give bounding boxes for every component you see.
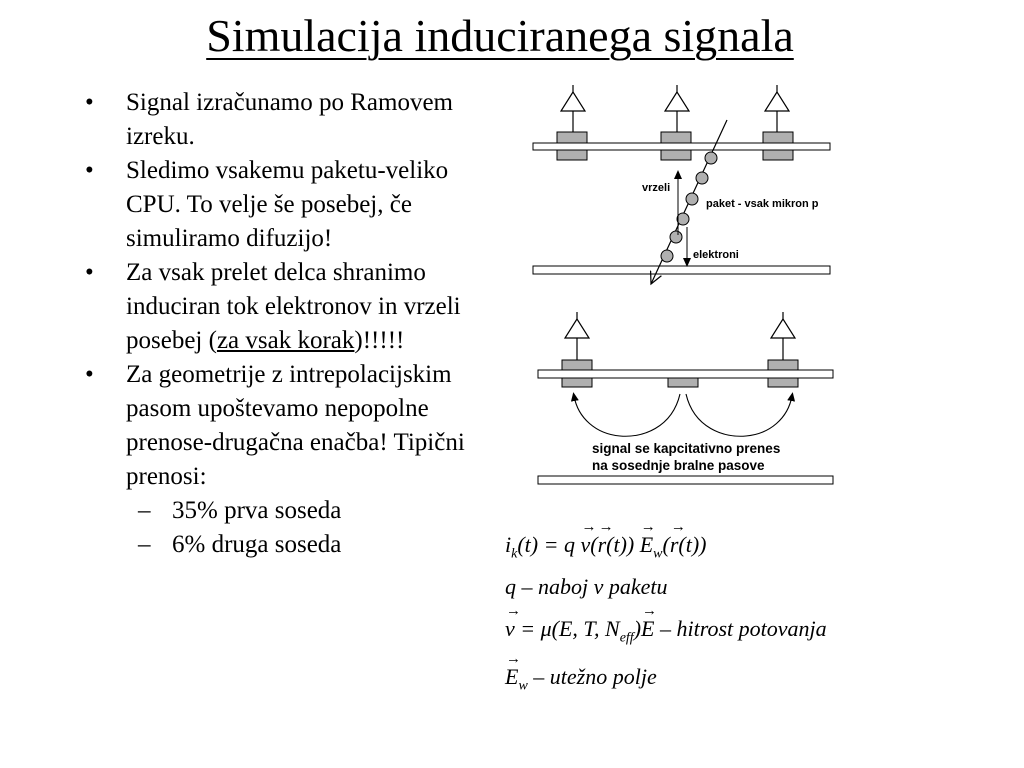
readout-strip [556,149,588,161]
packet-label: paket - vsak mikron p [706,198,819,210]
coupling-label: signal se kapcitativno prenes [592,441,780,456]
bullet-item: •Za geometrije z intrepolacijskim pasom … [85,358,485,562]
readout-strip [561,359,593,371]
coupling-label: na sosednje bralne pasove [592,458,765,473]
sub-bullet-item: –6% druga soseda [138,531,342,558]
bullet-item: •Za vsak prelet delca shranimo induciran… [85,259,461,354]
sub-bullet-list: –35% prva soseda –6% druga soseda [126,494,485,562]
amplifier-icon [559,85,587,132]
charge-packet-icon [660,151,718,263]
bullet-item: •Signal izračunamo po Ramovem izreku. [85,89,454,150]
amplifier-icon [563,312,591,360]
intermediate-strip [667,377,699,388]
readout-strip [556,131,588,144]
sensor-bottom-plate [537,475,834,485]
bullet-item: •Sledimo vsakemu paketu-veliko CPU. To v… [85,157,449,252]
equation-ramo: ik(t) = q v(r(t)) Ew(r(t)) [505,519,707,562]
bullet-list: •Signal izračunamo po Ramovem izreku. •S… [85,86,485,562]
sensor-top-plate [532,142,831,151]
capacitive-coupling-arrow [570,392,681,437]
readout-strip [762,149,794,161]
underlined-text: za vsak korak [216,327,355,354]
detector-diagram-top: vrzeli paket - vsak mikron p elektroni [532,85,831,295]
readout-strip [660,149,692,161]
amplifier-icon [763,85,791,132]
page-title: Simulacija induciranega signala [206,10,794,61]
detector-diagram-bottom: signal se kapcitativno prenes na sosednj… [537,312,834,485]
sensor-top-plate [537,369,834,379]
readout-strip [660,131,692,144]
amplifier-icon [663,85,691,132]
sensor-bottom-plate [532,265,831,275]
readout-strip [767,377,799,388]
holes-label: vrzeli [642,182,670,194]
capacitive-coupling-arrow [685,392,796,437]
electrons-label: elektroni [693,249,739,261]
readout-strip [767,359,799,371]
amplifier-icon [769,312,797,360]
sub-bullet-item: –35% prva soseda [138,497,342,524]
readout-strip [762,131,794,144]
readout-strip [561,377,593,388]
equation-weighting-field: Ew – utežno polje [505,651,657,694]
equation-velocity: v = μ(E, T, Neff)E – hitrost potovanja [505,603,827,646]
equation-charge: q – naboj v paketu [505,574,668,599]
